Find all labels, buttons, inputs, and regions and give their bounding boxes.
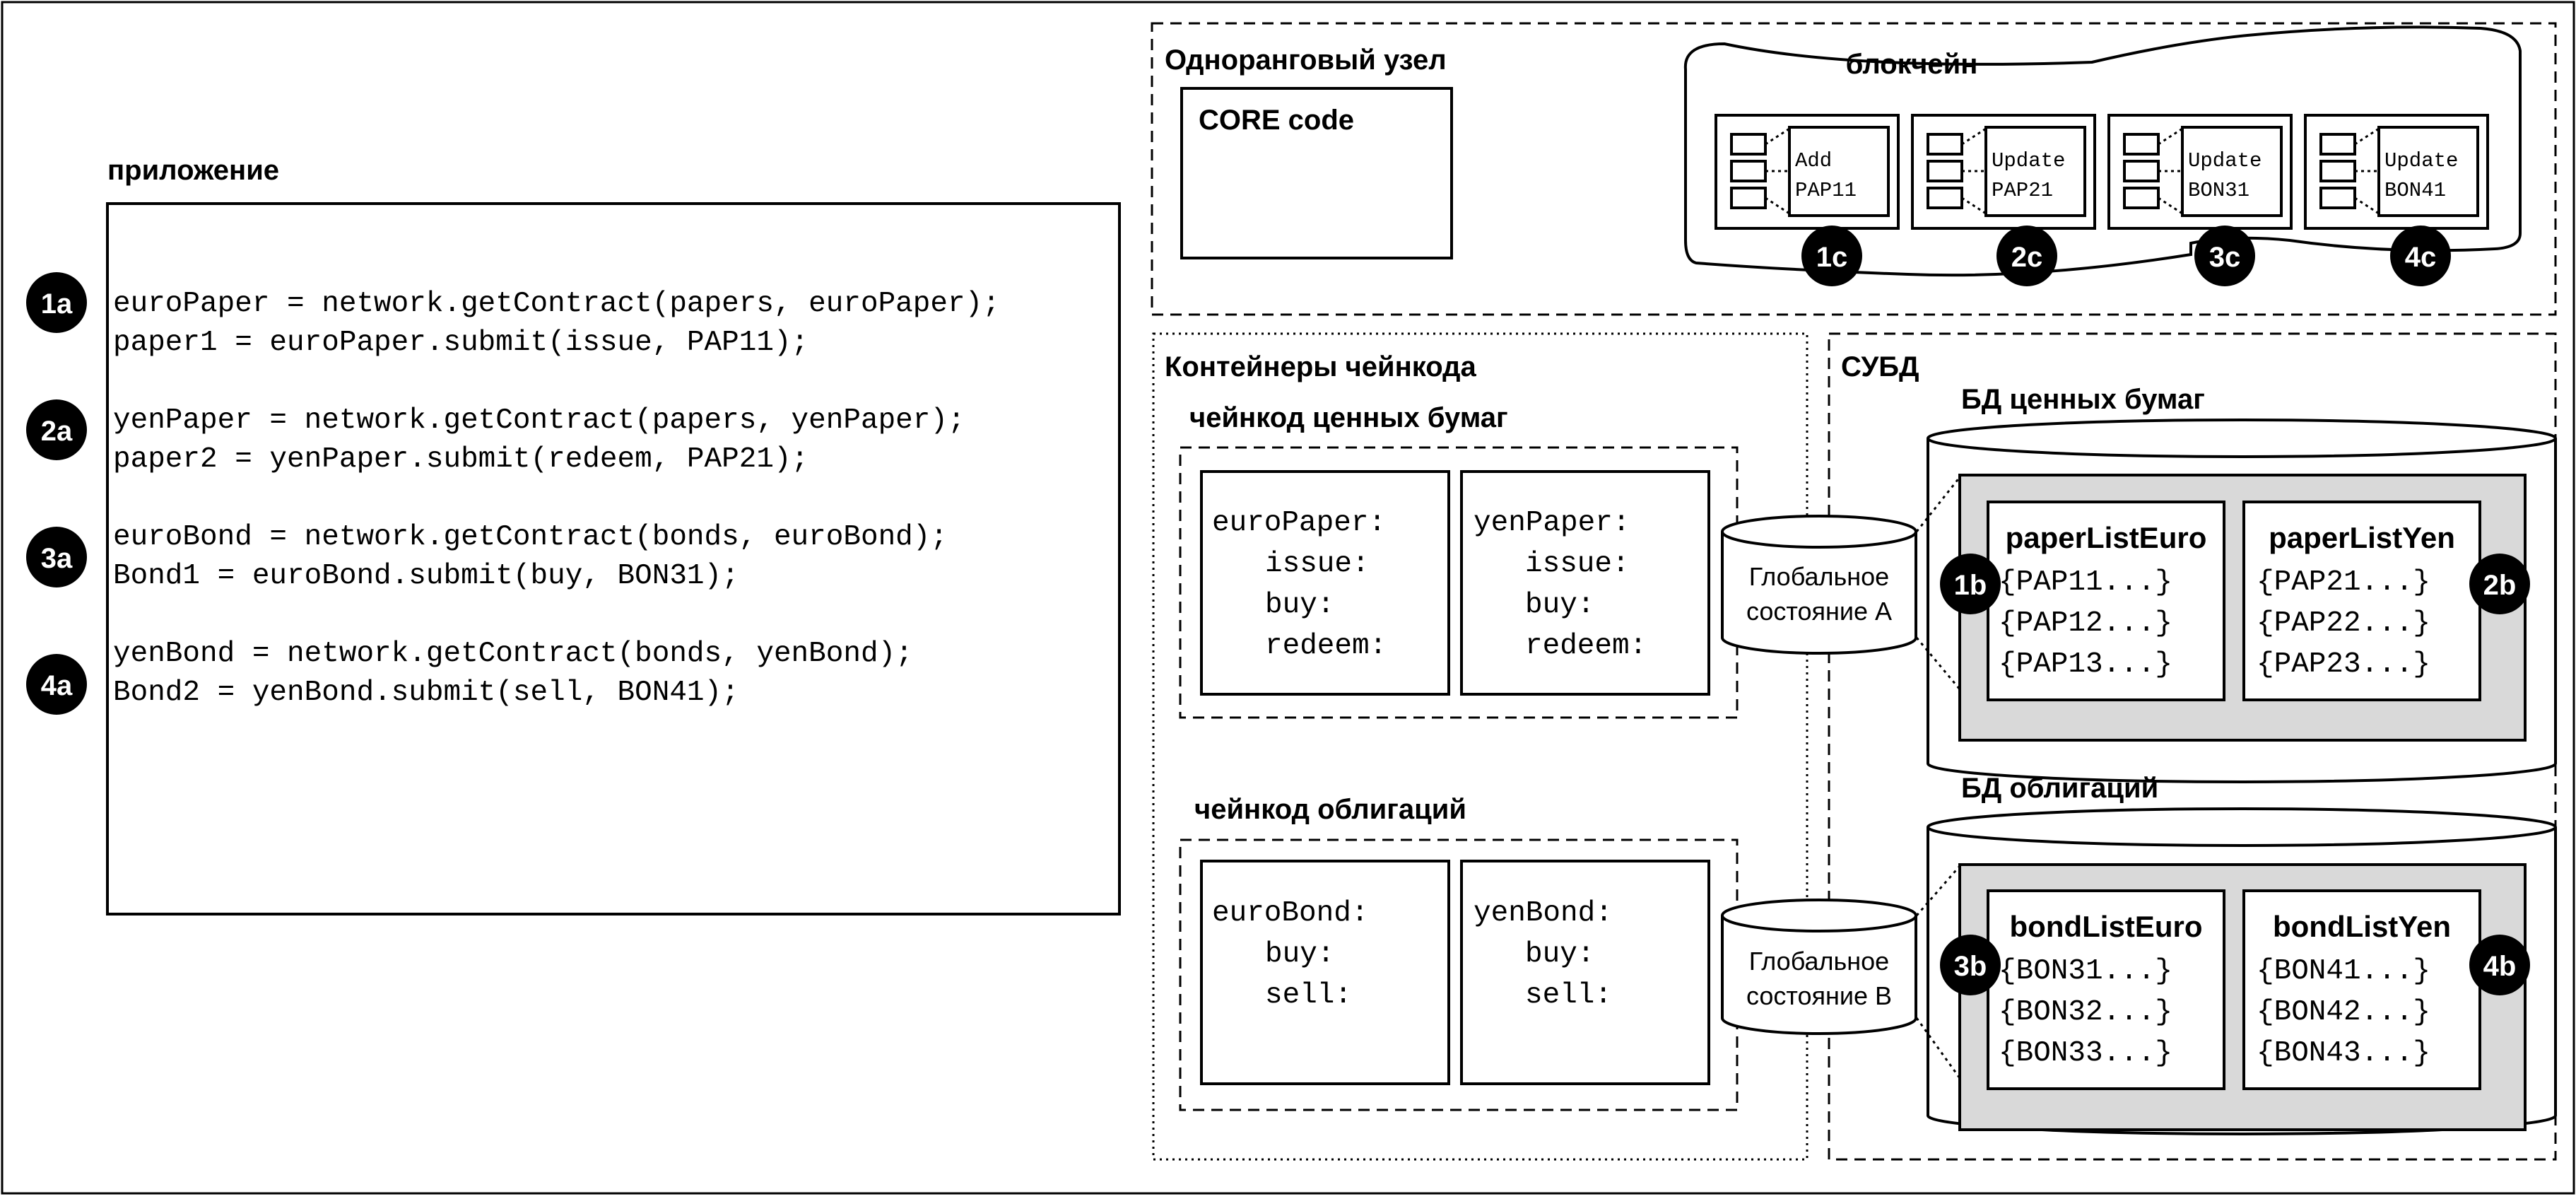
core-code-box — [1180, 87, 1453, 259]
table-title: paperListYen — [2269, 521, 2455, 554]
app-box — [106, 202, 1121, 916]
contract-line: redeem: — [1525, 630, 1647, 662]
badge-4b: 4b — [2483, 951, 2517, 982]
code-line: yenBond = network.getContract(bonds, yen… — [113, 638, 913, 670]
badge-1c: 1c — [1816, 242, 1848, 273]
world-state-b-cylinder: Глобальное состояние B — [1721, 899, 1917, 1035]
code-line: Bond2 = yenBond.submit(sell, BON41); — [113, 677, 739, 709]
contract-line: issue: — [1265, 548, 1370, 580]
table-row: {PAP12...} — [1999, 607, 2172, 640]
badge-2a: 2a — [41, 416, 73, 447]
table-title: bondListEuro — [2010, 910, 2203, 943]
block-text: PAP21 — [1992, 179, 2053, 202]
contract-line: buy: — [1265, 589, 1334, 621]
bond-list-yen-table — [2242, 889, 2481, 1090]
containers-title: Контейнеры чейнкода — [1165, 351, 1477, 382]
app-code: euroPaper = network.getContract(papers, … — [113, 288, 1000, 709]
bond-list-euro-table — [1987, 889, 2225, 1090]
table-row: {BON43...} — [2257, 1037, 2430, 1070]
world-state-a-cylinder: Глобальное состояние A — [1721, 515, 1917, 655]
app-badges: 1a 2a 3a 4a — [26, 272, 87, 715]
table-title: paperListEuro — [2006, 521, 2207, 554]
table-row: {PAP11...} — [1999, 566, 2172, 599]
europaper-contract-box — [1200, 470, 1450, 696]
contract-line: issue: — [1525, 548, 1630, 580]
code-line: Bond1 = euroBond.submit(buy, BON31); — [113, 560, 739, 592]
contract-line: buy: — [1525, 938, 1594, 971]
table-row: {BON41...} — [2257, 955, 2430, 988]
bonds-chaincode-title: чейнкод облигаций — [1194, 794, 1466, 825]
app-title: приложение — [107, 155, 279, 186]
yenbond-contract-box — [1460, 860, 1710, 1085]
badge-3a: 3a — [41, 543, 73, 574]
block: Update BON41 4c — [2304, 114, 2489, 286]
block-text: Add — [1795, 149, 1832, 172]
contract-line: sell: — [1525, 979, 1612, 1012]
block: Update PAP21 2c — [1911, 114, 2096, 286]
world-state-label: состояние A — [1746, 597, 1892, 626]
code-line: euroBond = network.getContract(bonds, eu… — [113, 521, 948, 554]
table-row: {BON32...} — [1999, 996, 2172, 1029]
block-text: Update — [2188, 149, 2262, 172]
table-row: {PAP23...} — [2257, 648, 2430, 681]
block-text: BON41 — [2384, 179, 2446, 202]
contract-line: euroBond: — [1212, 897, 1368, 930]
code-line: paper2 = yenPaper.submit(redeem, PAP21); — [113, 443, 808, 476]
world-state-label: состояние B — [1746, 981, 1892, 1010]
code-line: euroPaper = network.getContract(papers, … — [113, 288, 1000, 320]
world-state-label: Глобальное — [1749, 562, 1889, 591]
badge-4a: 4a — [41, 670, 73, 701]
peer-title: Одноранговый узел — [1165, 45, 1447, 76]
badge-2b: 2b — [2483, 570, 2517, 601]
badge-2c: 2c — [2011, 242, 2043, 273]
table-row: {BON31...} — [1999, 955, 2172, 988]
peer-node-frame — [1151, 22, 2557, 316]
block: Add PAP11 1c — [1715, 114, 1900, 286]
table-row: {PAP21...} — [2257, 566, 2430, 599]
contract-line: euroPaper: — [1212, 507, 1386, 539]
badge-3b: 3b — [1954, 951, 1987, 982]
contract-line: yenPaper: — [1474, 507, 1630, 539]
chaincode-containers-frame — [1152, 332, 1809, 1161]
blockchain-title: блокчейн — [1846, 49, 1978, 80]
core-code-label: CORE code — [1199, 105, 1354, 136]
code-line: paper1 = euroPaper.submit(issue, PAP11); — [113, 327, 808, 359]
dbms-title: СУБД — [1841, 351, 1919, 382]
state-connectors — [1915, 476, 1961, 1079]
block: Update BON31 3c — [2107, 114, 2293, 286]
contract-line: redeem: — [1265, 630, 1387, 662]
badge-3c: 3c — [2209, 242, 2241, 273]
block-text: PAP11 — [1795, 179, 1857, 202]
contract-line: buy: — [1525, 589, 1594, 621]
table-row: {PAP13...} — [1999, 648, 2172, 681]
eurobond-contract-box — [1200, 860, 1450, 1085]
contract-line: sell: — [1265, 979, 1352, 1012]
block-text: Update — [2384, 149, 2458, 172]
table-row: {PAP22...} — [2257, 607, 2430, 640]
papers-db-title: БД ценных бумаг — [1961, 384, 2205, 415]
block-text: BON31 — [2188, 179, 2249, 202]
table-row: {BON42...} — [2257, 996, 2430, 1029]
world-state-label: Глобальное — [1749, 947, 1889, 976]
badge-4c: 4c — [2405, 242, 2437, 273]
yenpaper-contract-box — [1460, 470, 1710, 696]
bonds-chaincode-frame — [1179, 838, 1739, 1111]
badge-1a: 1a — [41, 288, 73, 320]
papers-chaincode-frame — [1179, 446, 1739, 719]
bonds-db-title: БД облигаций — [1961, 773, 2158, 804]
badge-1b: 1b — [1954, 570, 1987, 601]
block-text: Update — [1992, 149, 2065, 172]
contract-line: buy: — [1265, 938, 1334, 971]
code-line: yenPaper = network.getContract(papers, y… — [113, 404, 965, 437]
contract-line: yenBond: — [1474, 897, 1613, 930]
table-title: bondListYen — [2273, 910, 2451, 943]
table-row: {BON33...} — [1999, 1037, 2172, 1070]
papers-chaincode-title: чейнкод ценных бумаг — [1189, 402, 1508, 433]
